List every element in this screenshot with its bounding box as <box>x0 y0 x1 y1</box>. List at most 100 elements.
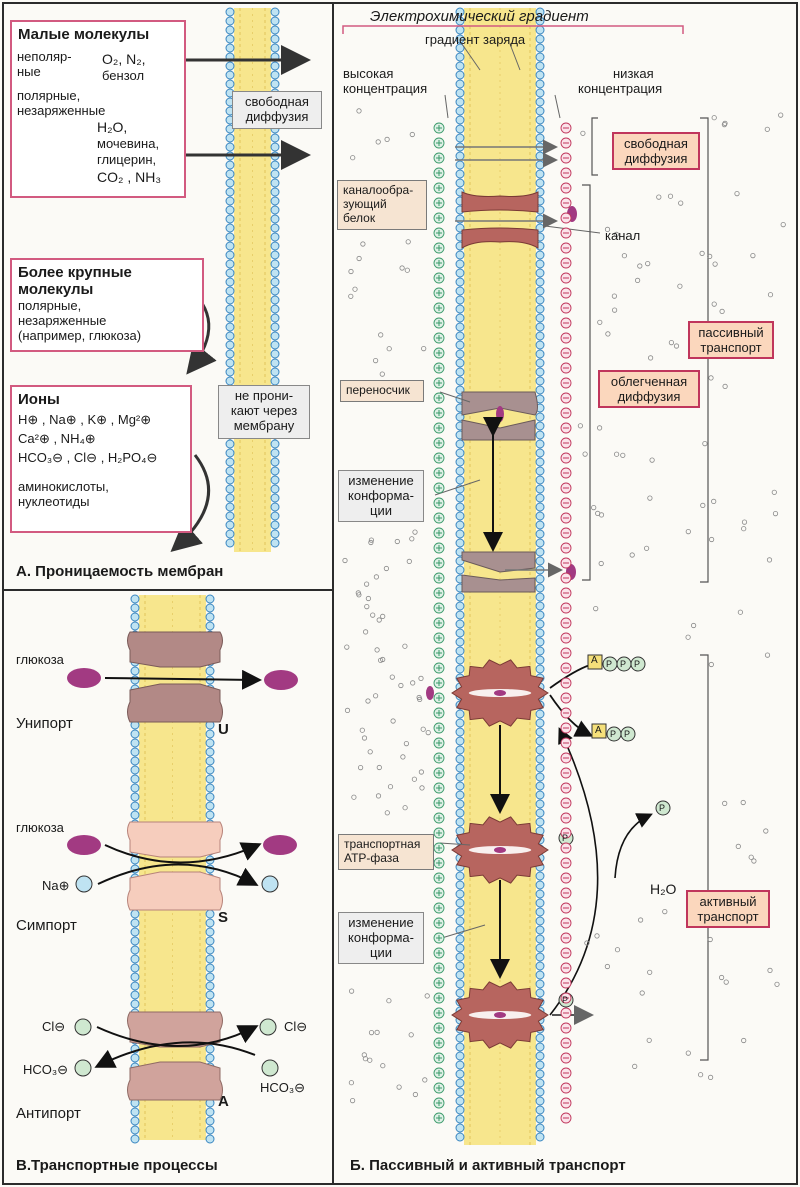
channel-protein-1: каналообра- <box>343 183 414 197</box>
channel-label: канал <box>605 228 641 243</box>
antiport-arrow-cl <box>96 1025 259 1047</box>
antiport-cl-left <box>74 1018 92 1036</box>
free-diffusion-b-2: диффузия <box>624 151 688 166</box>
panel-a-caption: A. Проницаемость мембран <box>16 563 224 580</box>
channel-protein-label: каналообра- зующий белок <box>337 180 427 230</box>
adp-icon <box>591 723 636 742</box>
charge-gradient-label: градиент заряда <box>425 32 526 47</box>
uniport-arrow <box>104 669 262 690</box>
conformation-change-2-label: изменение конформа- ции <box>338 912 424 964</box>
conf-change2-1: изменение <box>348 915 414 930</box>
ions-line-3: HCO₃⊖ , Cl⊖ , H₂PO₄⊖ <box>18 450 158 465</box>
atpase-2: АТР-фаза <box>344 851 399 865</box>
symport-glucose-right <box>263 835 297 855</box>
adp-p1: P <box>610 729 617 739</box>
ions-line-1: H⊕ , Na⊕ , K⊕ , Mg²⊕ <box>18 412 152 427</box>
uniport-protein <box>127 631 223 723</box>
nonpolar-label-1: неполяр- <box>17 49 72 64</box>
uniport-glucose-label: глюкоза <box>16 652 64 667</box>
atp-adenosine-letter: A <box>591 655 598 666</box>
ions-blocked-arrow <box>170 454 211 552</box>
phosphate-release-arrow <box>614 813 653 879</box>
symport-label: Симпорт <box>16 917 77 934</box>
active-transport-box: активный транспорт <box>686 890 770 928</box>
antiport-protein <box>127 1011 223 1101</box>
antiport-letter: A <box>218 1093 229 1110</box>
atp-icon <box>587 654 646 672</box>
active-transport-bracket <box>700 654 709 1061</box>
symport-arrow-na <box>97 863 259 886</box>
uniport-letter: U <box>218 721 229 738</box>
symport-glucose-label: глюкоза <box>16 820 64 835</box>
gradient-bracket <box>342 25 684 34</box>
atpase-proteins <box>451 659 549 1049</box>
bound-p1: P <box>562 833 569 843</box>
antiport-hco3-left <box>74 1059 92 1077</box>
atpase-1: транспортная <box>344 837 421 851</box>
ions-line-4: аминокислоты, <box>18 479 109 494</box>
free-diffusion-b-box: свободная диффузия <box>612 132 700 170</box>
channel-pointer <box>544 225 601 234</box>
adp-arrow-out <box>549 694 594 737</box>
large-molecules-desc-2: незаряженные <box>18 313 107 328</box>
antiport-hco3-right <box>261 1059 279 1077</box>
small-molecules-box: Малые молекулы <box>10 20 186 198</box>
ions-line-2: Ca²⊕ , NH₄⊕ <box>18 431 96 446</box>
facilitated-1: облегченная <box>610 374 688 389</box>
polar-items-4: CO₂ , NH₃ <box>97 169 162 185</box>
adp-adenosine-letter: A <box>595 725 602 736</box>
uniport-glucose-right <box>264 670 298 690</box>
active-1: активный <box>699 894 757 909</box>
conf-change-1: изменение <box>348 473 414 488</box>
adp-p2: P <box>624 729 631 739</box>
antiport-arrow-hco3 <box>94 1041 256 1068</box>
charge-gradient-pointer-left <box>461 43 481 71</box>
uniport-label: Унипорт <box>16 715 73 732</box>
channel-protein-2: зующий <box>343 197 387 211</box>
charge-gradient-pointer-plus <box>444 94 449 119</box>
free-diffusion-a-2: диффузия <box>245 109 309 124</box>
facilitated-diffusion-box: облегченная диффузия <box>598 370 700 408</box>
conformation-change-label: изменение конформа- ции <box>338 470 424 522</box>
nonpolar-label-2: ные <box>17 64 41 79</box>
carrier-label: переносчик <box>340 380 424 402</box>
large-molecules-box: Более крупные молекулы полярные, незаряж… <box>10 258 204 352</box>
symport-glucose-left <box>67 835 101 855</box>
ions-box: Ионы H⊕ , Na⊕ , K⊕ , Mg²⊕ Ca²⊕ , NH₄⊕ HC… <box>10 385 192 533</box>
atpase-label: транспортная АТР-фаза <box>338 834 434 870</box>
symport-protein <box>127 821 223 911</box>
impermeable-1: не прони- <box>234 388 294 403</box>
cycle-return-arrow <box>549 727 599 1016</box>
phosphate-free-icon <box>655 800 671 816</box>
impermeable-2: кают через <box>230 403 298 418</box>
ions-title: Ионы <box>18 391 60 408</box>
ions-line-5: нуклеотиды <box>18 494 90 509</box>
conformation-pointer <box>434 479 481 496</box>
antiport-cl-left-label: Cl⊖ <box>42 1019 66 1034</box>
large-molecules-title-2: молекулы <box>18 281 94 298</box>
impermeable-3: мембрану <box>233 418 295 433</box>
large-molecules-title-1: Более крупные <box>18 264 132 281</box>
symport-arrow-glucose <box>104 842 262 864</box>
atpase-pointer <box>439 842 471 846</box>
impermeable-label: не прони- кают через мембрану <box>218 385 310 439</box>
charge-gradient-pointer-right <box>509 43 521 71</box>
charge-signs <box>433 122 572 1124</box>
nonpolar-items-2: бензол <box>102 68 145 83</box>
conf-change2-3: ции <box>370 945 392 960</box>
passive-1: пассивный <box>698 325 764 340</box>
charge-gradient-pointer-minus <box>554 94 561 119</box>
panel-b-caption: Б. Пассивный и активный транспорт <box>350 1157 626 1174</box>
free-diffusion-b-1: свободная <box>624 136 688 151</box>
low-conc-1: низкая <box>613 66 654 81</box>
symport-na-label: Na⊕ <box>42 878 70 893</box>
atp-p3: P <box>634 659 641 669</box>
conf-change-2: конформа- <box>348 488 414 503</box>
nonpolar-items-1: O₂, N₂, <box>102 51 146 67</box>
water-label: H₂O <box>650 881 677 897</box>
atp-p2: P <box>620 659 627 669</box>
panel-v-caption: B.Транспортные процессы <box>16 1157 218 1174</box>
passive-2: транспорт <box>700 340 762 355</box>
